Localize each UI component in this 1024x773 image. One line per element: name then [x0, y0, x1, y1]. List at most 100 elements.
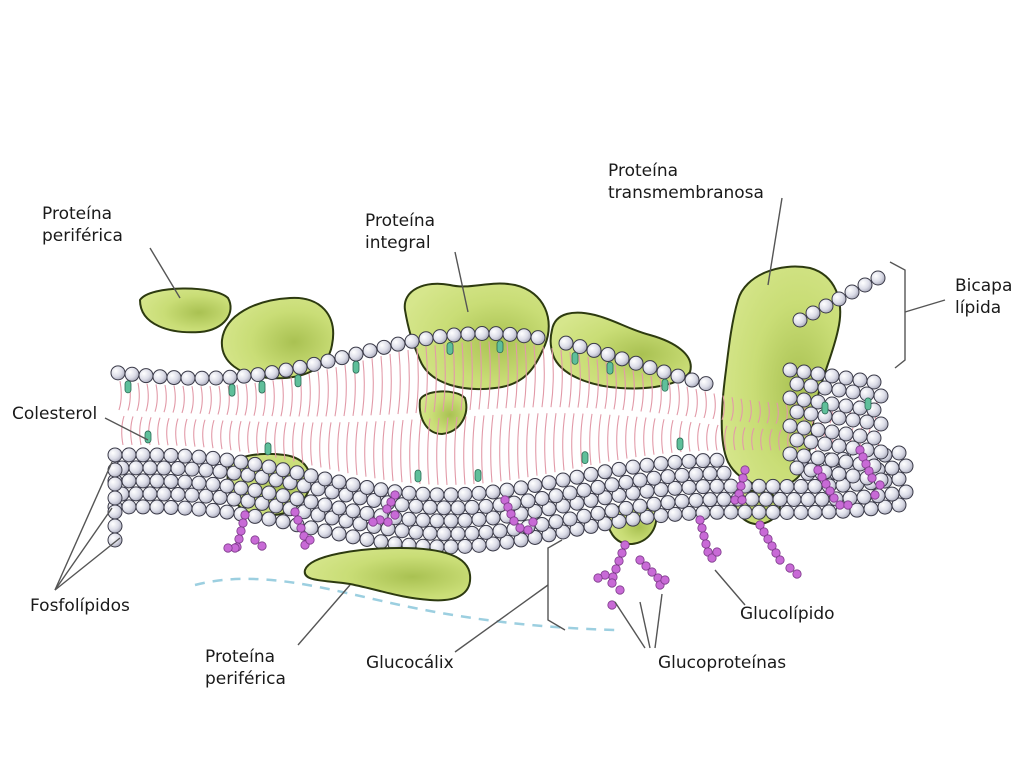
- phospholipid-head: [107, 490, 123, 506]
- lipid-tail: [568, 352, 572, 408]
- phospholipid-head: [135, 499, 151, 515]
- phospholipid-head: [866, 374, 882, 390]
- phospholipid-head: [530, 330, 546, 346]
- phospholipid-head: [142, 460, 158, 476]
- phospholipid-head: [359, 531, 375, 547]
- sugar-unit: [792, 569, 802, 579]
- phospholipid-head: [166, 370, 182, 386]
- phospholipid-head: [831, 466, 847, 482]
- lipid-tail: [766, 401, 770, 424]
- phospholipid-head: [152, 369, 168, 385]
- cholesterol-molecule: [496, 340, 504, 354]
- phospholipid-head: [870, 270, 886, 286]
- lipid-tail: [415, 348, 419, 414]
- lipid-tail: [451, 343, 455, 412]
- phospholipid-head: [586, 342, 602, 358]
- phospholipid-head: [520, 493, 536, 509]
- phospholipid-head: [548, 488, 564, 504]
- phospholipid-head: [303, 494, 319, 510]
- phospholipid-head: [138, 368, 154, 384]
- phospholipid-head: [772, 491, 788, 507]
- phospholipid-head: [723, 504, 739, 520]
- phospholipid-head: [572, 339, 588, 355]
- lipid-tail: [274, 421, 278, 458]
- lipid-tail: [130, 416, 134, 445]
- phospholipid-head: [789, 404, 805, 420]
- lipid-tail: [706, 423, 710, 451]
- label-line: transmembranosa: [608, 183, 764, 203]
- phospholipid-head: [807, 478, 823, 494]
- phospholipid-head: [208, 370, 224, 386]
- phospholipid-head: [401, 511, 417, 527]
- label-line: Proteína: [42, 204, 113, 224]
- phospholipid-head: [789, 432, 805, 448]
- label-line: Proteína: [365, 211, 436, 231]
- cholesterol-molecule: [581, 451, 589, 465]
- phospholipid-head: [107, 476, 123, 492]
- label-peripheral-protein-top: Proteína periférica: [42, 203, 123, 247]
- phospholipid-head: [432, 329, 448, 345]
- lipid-tail: [757, 401, 761, 423]
- lipid-tail: [370, 358, 374, 416]
- phospholipid-head: [558, 335, 574, 351]
- bracket-glycocalyx: [547, 539, 566, 631]
- phospholipid-head: [264, 365, 280, 381]
- lipid-tail: [643, 417, 647, 456]
- lipid-tail: [571, 413, 575, 469]
- phospholipid-head: [516, 328, 532, 344]
- phospholipid-head: [450, 500, 466, 516]
- leader-phospholipids-1: [54, 461, 113, 591]
- lipid-tail: [517, 413, 521, 479]
- phospholipid-head: [817, 380, 833, 396]
- lipid-tail: [514, 342, 518, 408]
- phospholipid-head: [205, 502, 221, 518]
- lipid-tail: [328, 422, 332, 470]
- sugar-unit: [607, 578, 617, 588]
- lipid-tail: [154, 384, 158, 412]
- phospholipid-head: [576, 482, 592, 498]
- lipid-tail: [670, 420, 674, 453]
- phospholipid-head: [359, 479, 375, 495]
- phospholipid-head: [170, 486, 186, 502]
- phospholipid-head: [156, 460, 172, 476]
- phospholipid-head: [429, 487, 445, 503]
- phospholipid-head: [805, 305, 821, 321]
- phospholipid-head: [765, 504, 781, 520]
- lipid-tail: [487, 341, 491, 410]
- phospholipid-head: [569, 469, 585, 485]
- phospholipid-head: [219, 504, 235, 520]
- phospholipid-head: [856, 489, 872, 505]
- lipid-tail: [481, 415, 485, 484]
- phospholipid-head: [331, 526, 347, 542]
- phospholipid-head: [205, 450, 221, 466]
- phospholipid-head: [548, 514, 564, 530]
- phospholipid-head: [639, 457, 655, 473]
- phospholipid-head: [317, 497, 333, 513]
- phospholipid-head: [845, 384, 861, 400]
- leader-glycoproteins-1: [614, 601, 646, 649]
- label-line: Proteína: [608, 161, 679, 181]
- lipid-tail: [193, 419, 197, 447]
- phospholipid-head: [222, 369, 238, 385]
- phospholipid-head: [866, 430, 882, 446]
- lipid-tail: [175, 418, 179, 446]
- sugar-unit: [615, 585, 625, 595]
- lipid-tail: [379, 355, 383, 415]
- phospholipid-head: [373, 482, 389, 498]
- sugar-unit: [293, 515, 303, 525]
- phospholipid-head: [478, 498, 494, 514]
- lipid-tail: [301, 422, 305, 464]
- lipid-tail: [463, 416, 467, 485]
- lipid-tail: [478, 341, 482, 410]
- cholesterol-molecule: [258, 380, 266, 394]
- label-integral-protein: Proteína integral: [365, 210, 435, 254]
- phospholipid-head: [450, 526, 466, 542]
- sugar-unit: [611, 564, 621, 574]
- lipid-tail: [310, 422, 314, 466]
- phospholipid-head: [789, 460, 805, 476]
- lipid-tail: [217, 385, 221, 415]
- phospholipid-head: [891, 471, 907, 487]
- phospholipid-head: [320, 353, 336, 369]
- leader-integral: [454, 251, 469, 313]
- phospholipid-head: [464, 525, 480, 541]
